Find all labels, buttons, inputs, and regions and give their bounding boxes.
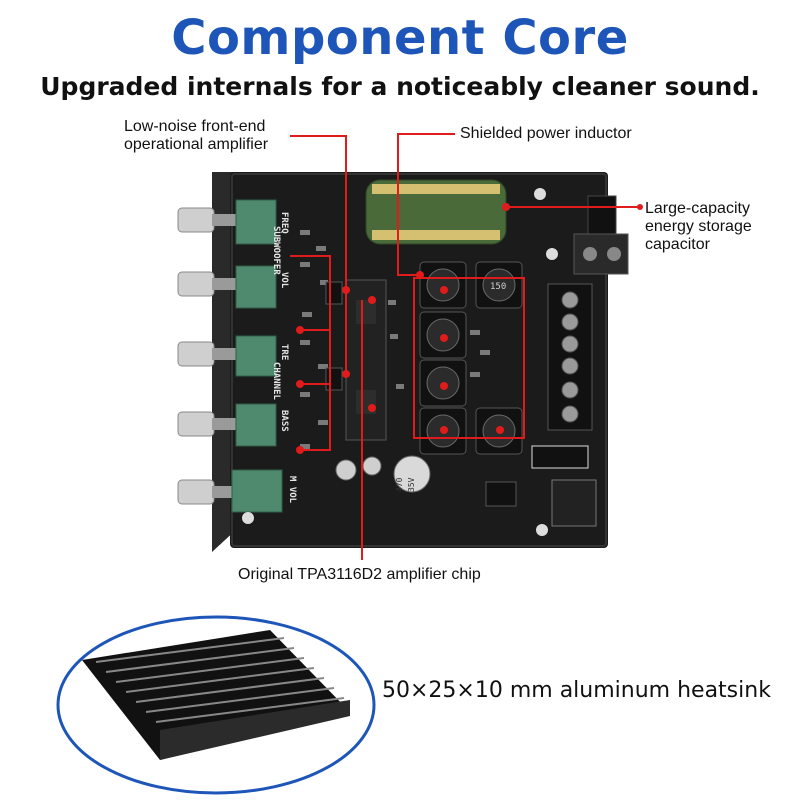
callout-capacitor: Large-capacity energy storage capacitor <box>645 200 752 254</box>
heatsink-image <box>82 630 350 760</box>
knob-5 <box>177 479 215 505</box>
callout-capacitor-line2: energy storage <box>645 218 752 235</box>
pot-2 <box>235 265 277 309</box>
mount-hole-1 <box>534 188 546 200</box>
label-subwoofer: SUBWOOFER <box>271 226 281 275</box>
dc-power-jack <box>587 195 617 237</box>
knob-2 <box>177 271 215 297</box>
callout-opamp: Low-noise front-end operational amplifie… <box>124 118 284 154</box>
smd-components <box>300 230 490 449</box>
storage-capacitor <box>365 179 507 245</box>
pot-1 <box>235 199 277 245</box>
electrolytic-caps: 470 35V <box>335 455 431 493</box>
pot-5 <box>231 469 283 513</box>
pot-4 <box>235 403 277 447</box>
knob-shafts <box>177 207 215 505</box>
page-title: Component Core <box>171 10 629 66</box>
cap-mark-2: 35V <box>407 477 416 492</box>
heatsink-label: 50×25×10 mm aluminum heatsink <box>382 678 771 703</box>
pot-3 <box>235 335 277 377</box>
knob-stems <box>212 214 238 498</box>
inductor-bracket <box>413 277 525 439</box>
mount-hole-3 <box>536 524 548 536</box>
mount-hole-4 <box>242 512 254 524</box>
callout-inductor: Shielded power inductor <box>460 125 632 143</box>
callout-chip: Original TPA3116D2 amplifier chip <box>238 566 481 584</box>
knob-1 <box>177 207 215 233</box>
label-bass: BASS <box>279 410 289 432</box>
terminal-screw-1 <box>583 247 597 261</box>
callout-inductor-text: Shielded power inductor <box>460 125 632 142</box>
label-m-vol: M VOL <box>287 476 297 504</box>
label-freq: FREQ <box>279 212 289 234</box>
capacitor-band <box>372 184 500 194</box>
capacitor-band-2 <box>372 230 500 240</box>
knob-3 <box>177 341 215 367</box>
potentiometers <box>231 199 283 513</box>
callout-chip-text: Original TPA3116D2 amplifier chip <box>238 566 481 583</box>
page-subtitle: Upgraded internals for a noticeably clea… <box>40 72 760 101</box>
bluetooth-antenna <box>531 445 589 469</box>
mount-hole-2 <box>546 248 558 260</box>
terminal-screw-2 <box>607 247 621 261</box>
callout-line-opamp <box>290 135 347 290</box>
callout-capacitor-line3: capacitor <box>645 236 710 253</box>
knob-4 <box>177 411 215 437</box>
callout-opamp-line1: Low-noise front-end <box>124 118 266 135</box>
heatsink-oval <box>56 615 376 795</box>
callout-dots <box>296 203 643 454</box>
callout-lines <box>290 133 640 560</box>
aux-audio-jack <box>551 479 597 527</box>
label-channel: CHANNEL <box>271 362 281 401</box>
callout-capacitor-line1: Large-capacity <box>645 200 750 217</box>
label-vol: VOL <box>279 272 289 289</box>
label-tre: TRE <box>279 344 289 360</box>
cap-mark-1: 470 <box>395 477 404 492</box>
callout-line-inductor <box>397 133 455 276</box>
callout-opamp-line2: operational amplifier <box>124 136 269 153</box>
power-inductors: 150 <box>419 261 523 455</box>
speaker-terminal-screws <box>561 291 579 423</box>
inductor-mark: 150 <box>490 282 506 292</box>
decoder-chip <box>485 481 517 507</box>
